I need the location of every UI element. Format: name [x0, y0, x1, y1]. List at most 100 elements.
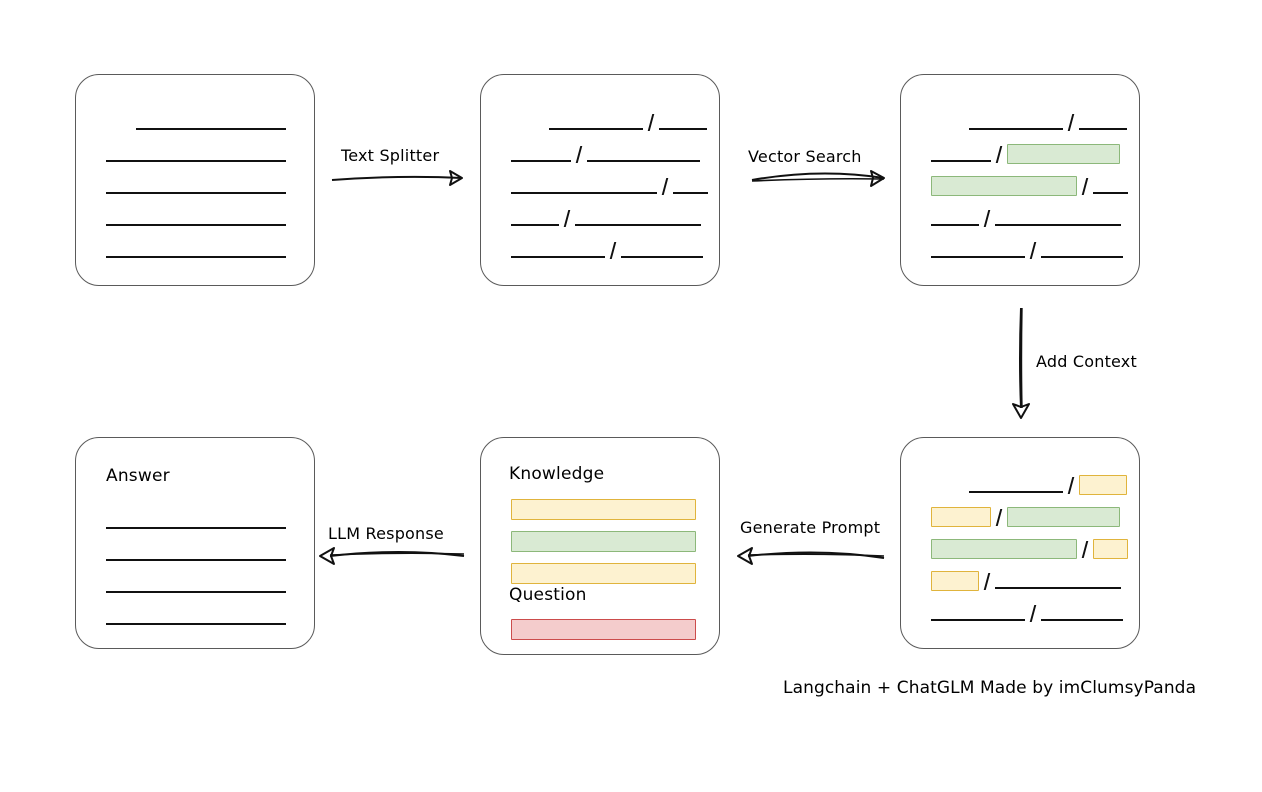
doc-line [931, 143, 1120, 165]
arrow-text-splitter [331, 170, 463, 186]
separator-slash [983, 210, 991, 227]
matched-chunk-green [931, 539, 1077, 559]
text-segment [575, 224, 701, 226]
doc-line [106, 606, 286, 628]
doc-line [511, 143, 700, 165]
doc-line [931, 207, 1121, 229]
doc-line [931, 506, 1120, 528]
text-segment [511, 192, 657, 194]
knowledge-chunk-yellow [511, 498, 696, 520]
label-text-splitter: Text Splitter [341, 146, 440, 165]
separator-slash [563, 210, 571, 227]
separator-slash [1081, 541, 1089, 558]
text-segment [106, 591, 286, 593]
doc-line [969, 474, 1127, 496]
text-segment [1041, 619, 1123, 621]
doc-line [106, 207, 286, 229]
card-prompt[interactable]: Knowledge Question [480, 437, 720, 655]
text-segment [106, 623, 286, 625]
context-chunk-yellow [931, 571, 979, 591]
doc-line [511, 239, 703, 261]
text-segment [106, 256, 286, 258]
context-chunk-yellow [1093, 539, 1128, 559]
knowledge-chunk-row [511, 562, 696, 584]
text-segment [931, 619, 1025, 621]
context-chunk-yellow [931, 507, 991, 527]
card-answer[interactable]: Answer [75, 437, 315, 649]
label-llm-response: LLM Response [328, 524, 444, 543]
text-segment [587, 160, 700, 162]
text-segment [659, 128, 707, 130]
doc-line [549, 111, 707, 133]
text-segment [621, 256, 703, 258]
doc-line [136, 111, 286, 133]
text-segment [931, 256, 1025, 258]
card-split-document[interactable] [480, 74, 720, 286]
doc-line [106, 143, 286, 165]
text-segment [106, 559, 286, 561]
text-segment [1079, 128, 1127, 130]
prompt-question-heading: Question [509, 585, 587, 605]
separator-slash [1029, 605, 1037, 622]
doc-line [106, 574, 286, 596]
doc-line [931, 570, 1121, 592]
text-segment [969, 491, 1063, 493]
card-source-document[interactable] [75, 74, 315, 286]
text-segment [511, 160, 571, 162]
knowledge-chunk-yellow [511, 562, 696, 584]
arrow-generate-prompt [737, 547, 885, 565]
context-chunk-yellow [1079, 475, 1127, 495]
text-segment [673, 192, 708, 194]
separator-slash [995, 509, 1003, 526]
text-segment [1041, 256, 1123, 258]
separator-slash [1081, 178, 1089, 195]
matched-chunk-green [1007, 507, 1120, 527]
text-segment [969, 128, 1063, 130]
prompt-knowledge-heading: Knowledge [509, 464, 605, 484]
doc-line [931, 538, 1128, 560]
text-segment [106, 527, 286, 529]
text-segment [995, 587, 1121, 589]
knowledge-chunk-green [511, 530, 696, 552]
arrow-vector-search [751, 170, 885, 187]
separator-slash [1067, 477, 1075, 494]
separator-slash [647, 114, 655, 131]
text-segment [106, 160, 286, 162]
card-matched-document[interactable] [900, 74, 1140, 286]
doc-line [969, 111, 1127, 133]
doc-line [511, 175, 708, 197]
knowledge-chunk-row [511, 530, 696, 552]
doc-line [511, 207, 701, 229]
question-chunk-row [511, 618, 696, 640]
matched-chunk-green [931, 176, 1077, 196]
text-segment [931, 160, 991, 162]
text-segment [136, 128, 286, 130]
matched-chunk-green [1007, 144, 1120, 164]
label-add-context: Add Context [1036, 352, 1137, 371]
arrow-add-context [1012, 307, 1030, 419]
separator-slash [983, 573, 991, 590]
answer-heading: Answer [106, 466, 170, 486]
separator-slash [1067, 114, 1075, 131]
separator-slash [1029, 242, 1037, 259]
doc-line [931, 175, 1128, 197]
separator-slash [995, 146, 1003, 163]
text-segment [106, 224, 286, 226]
separator-slash [609, 242, 617, 259]
doc-line [931, 239, 1123, 261]
doc-line [931, 602, 1123, 624]
text-segment [511, 224, 559, 226]
doc-line [106, 542, 286, 564]
text-segment [511, 256, 605, 258]
arrow-llm-response [319, 547, 465, 565]
text-segment [931, 224, 979, 226]
separator-slash [661, 178, 669, 195]
text-segment [1093, 192, 1128, 194]
card-context-document[interactable] [900, 437, 1140, 649]
separator-slash [575, 146, 583, 163]
question-chunk-red [511, 618, 696, 640]
label-generate-prompt: Generate Prompt [740, 518, 881, 537]
doc-line [106, 239, 286, 261]
text-segment [106, 192, 286, 194]
